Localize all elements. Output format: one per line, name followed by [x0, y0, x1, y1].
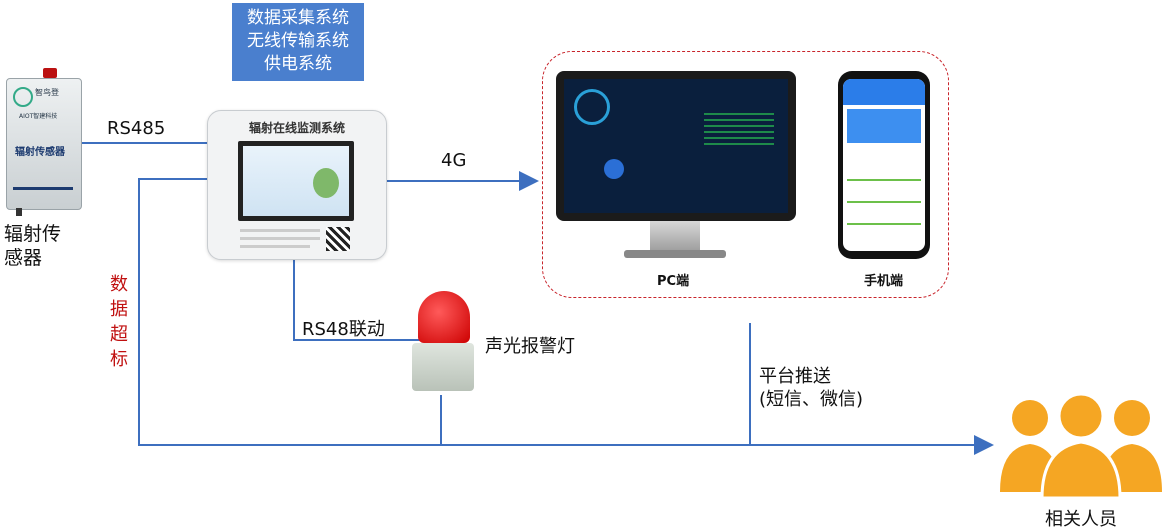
mobile-phone	[838, 71, 930, 259]
mobile-terminal-label: 手机端	[864, 274, 904, 289]
monitor-box-title: 辐射在线监测系统	[248, 121, 345, 135]
dashboard-gauge-icon	[574, 89, 610, 125]
tree-graphic-icon	[313, 168, 339, 198]
sensor-device-text: 辐射传感器	[15, 147, 65, 158]
exceed-line	[138, 178, 994, 455]
rs485-label: RS485	[107, 118, 166, 139]
box-info-line-2	[240, 237, 320, 240]
pc-terminal-label: PC端	[657, 274, 690, 289]
sensor-antenna	[43, 68, 57, 78]
people-label: 相关人员	[1045, 509, 1117, 530]
qr-code-icon	[326, 227, 350, 251]
sensor-leg-left	[16, 208, 22, 216]
sensor-stripe	[13, 187, 73, 190]
box-info-line-3	[240, 245, 310, 248]
mobile-header	[843, 79, 925, 105]
alarm-light-base	[412, 343, 474, 391]
dashboard-pie-icon	[604, 159, 624, 179]
alarm-light-dome	[418, 291, 470, 343]
rs48-link-line	[293, 258, 420, 341]
rs48-link-label: RS48联动	[302, 319, 385, 340]
mobile-app-screen	[843, 79, 925, 251]
people-icon	[1000, 392, 1162, 500]
mobile-readings	[847, 159, 921, 229]
monitor-screen-content	[243, 146, 349, 216]
platform-push-label: 平台推送 (短信、微信)	[759, 366, 864, 410]
sensor-brand: 智鸟登	[35, 88, 59, 97]
box-info-line-1	[240, 229, 320, 232]
radiation-monitor-box: 辐射在线监测系统	[207, 110, 387, 260]
pc-monitor	[556, 71, 796, 221]
pc-dashboard-screen	[564, 79, 788, 213]
alarm-light-label: 声光报警灯	[485, 336, 575, 357]
subsystem-line-2: 无线传输系统	[247, 31, 349, 51]
radiation-sensor-device: 智鸟登 AIOT智建科技 辐射传感器	[6, 78, 82, 210]
pc-monitor-foot	[624, 250, 726, 258]
subsystem-box: 数据采集系统 无线传输系统 供电系统	[232, 3, 364, 81]
dashboard-table	[704, 109, 774, 149]
4g-label: 4G	[441, 150, 467, 171]
data-exceed-label: 数 据 超 标	[110, 274, 128, 370]
mobile-card	[847, 109, 921, 143]
pc-monitor-stand	[650, 221, 700, 251]
sensor-brand-sub: AIOT智建科技	[19, 113, 58, 120]
monitor-touchscreen	[238, 141, 354, 221]
subsystem-line-1: 数据采集系统	[247, 8, 349, 28]
sensor-logo-icon	[13, 87, 33, 107]
subsystem-line-3: 供电系统	[264, 54, 332, 74]
terminals-group	[542, 51, 949, 298]
sensor-caption: 辐射传 感器	[4, 223, 62, 269]
